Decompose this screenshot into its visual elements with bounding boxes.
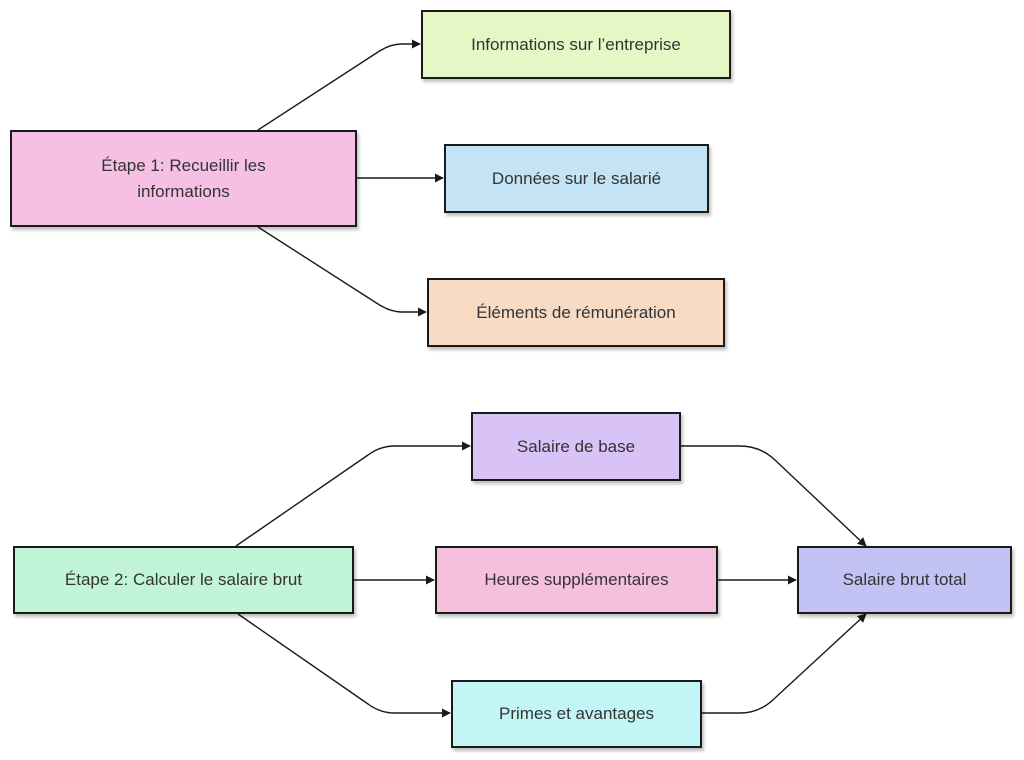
node-etape2-label: Étape 2: Calculer le salaire brut: [64, 570, 303, 589]
node-remuneration: Éléments de rémunération: [427, 278, 725, 347]
node-total-label: Salaire brut total: [842, 570, 967, 589]
edge-etape2-base: [235, 441, 471, 547]
node-etape1-label: Étape 1: Recueillir les informations: [101, 155, 266, 201]
node-salarie-label: Données sur le salarié: [491, 168, 662, 188]
node-etape2: Étape 2: Calculer le salaire brut: [13, 546, 354, 614]
node-primes-label: Primes et avantages: [499, 704, 654, 723]
edge-etape1-entreprise: [257, 39, 421, 131]
edge-primes-total: [702, 613, 867, 714]
node-etape1: Étape 1: Recueillir les informations: [10, 130, 357, 227]
edge-base-total: [681, 445, 867, 547]
node-entreprise-label: Informations sur l’entreprise: [471, 34, 681, 54]
node-base: Salaire de base: [471, 412, 681, 481]
edge-etape1-remuneration: [257, 226, 427, 317]
node-salarie: Données sur le salarié: [444, 144, 709, 213]
edge-etape2-primes: [237, 613, 451, 718]
node-remuneration-label: Éléments de rémunération: [476, 302, 676, 322]
node-heures: Heures supplémentaires: [435, 546, 718, 614]
node-primes: Primes et avantages: [451, 680, 702, 748]
node-heures-label: Heures supplémentaires: [484, 570, 669, 589]
node-base-label: Salaire de base: [516, 436, 636, 456]
node-total: Salaire brut total: [797, 546, 1012, 614]
node-entreprise: Informations sur l’entreprise: [421, 10, 731, 79]
